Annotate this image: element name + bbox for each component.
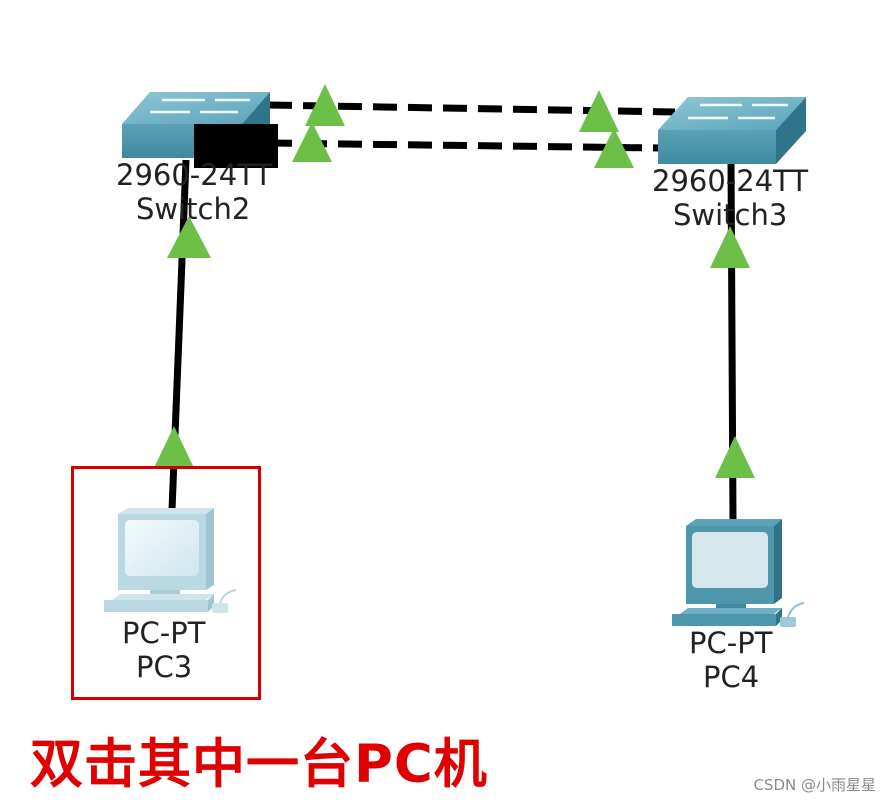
switch3-icon[interactable] <box>658 97 806 164</box>
pc4-icon[interactable] <box>672 519 805 627</box>
link-up-indicator <box>594 128 634 168</box>
switch3-model-label: 2960-24TT <box>652 164 809 198</box>
pc4-name-label: PC4 <box>703 660 760 694</box>
switch2-name-label: Switch2 <box>136 192 251 226</box>
link-up-indicator <box>715 436 755 478</box>
link-up-indicator <box>710 226 750 268</box>
switch3-name-label: Switch3 <box>673 198 788 232</box>
watermark: CSDN @小雨星星 <box>753 776 876 794</box>
redaction-block <box>194 124 278 168</box>
crossover-cable-2[interactable] <box>267 139 661 152</box>
link-up-indicator <box>154 426 194 468</box>
link-up-indicator <box>167 216 211 258</box>
pc3-icon[interactable] <box>104 508 237 613</box>
instruction-caption: 双击其中一台PC机 <box>30 734 488 795</box>
pc3-model-label: PC-PT <box>122 616 206 650</box>
pc3-name-label: PC3 <box>136 650 193 684</box>
pc3-highlight-box <box>71 466 261 700</box>
link-up-indicator <box>292 122 332 162</box>
switch2-model-label: 2960-24TT <box>116 158 273 192</box>
link-indicators <box>154 84 755 478</box>
pc4-model-label: PC-PT <box>689 626 773 660</box>
link-up-indicator <box>579 90 619 132</box>
link-up-indicator <box>305 84 345 126</box>
